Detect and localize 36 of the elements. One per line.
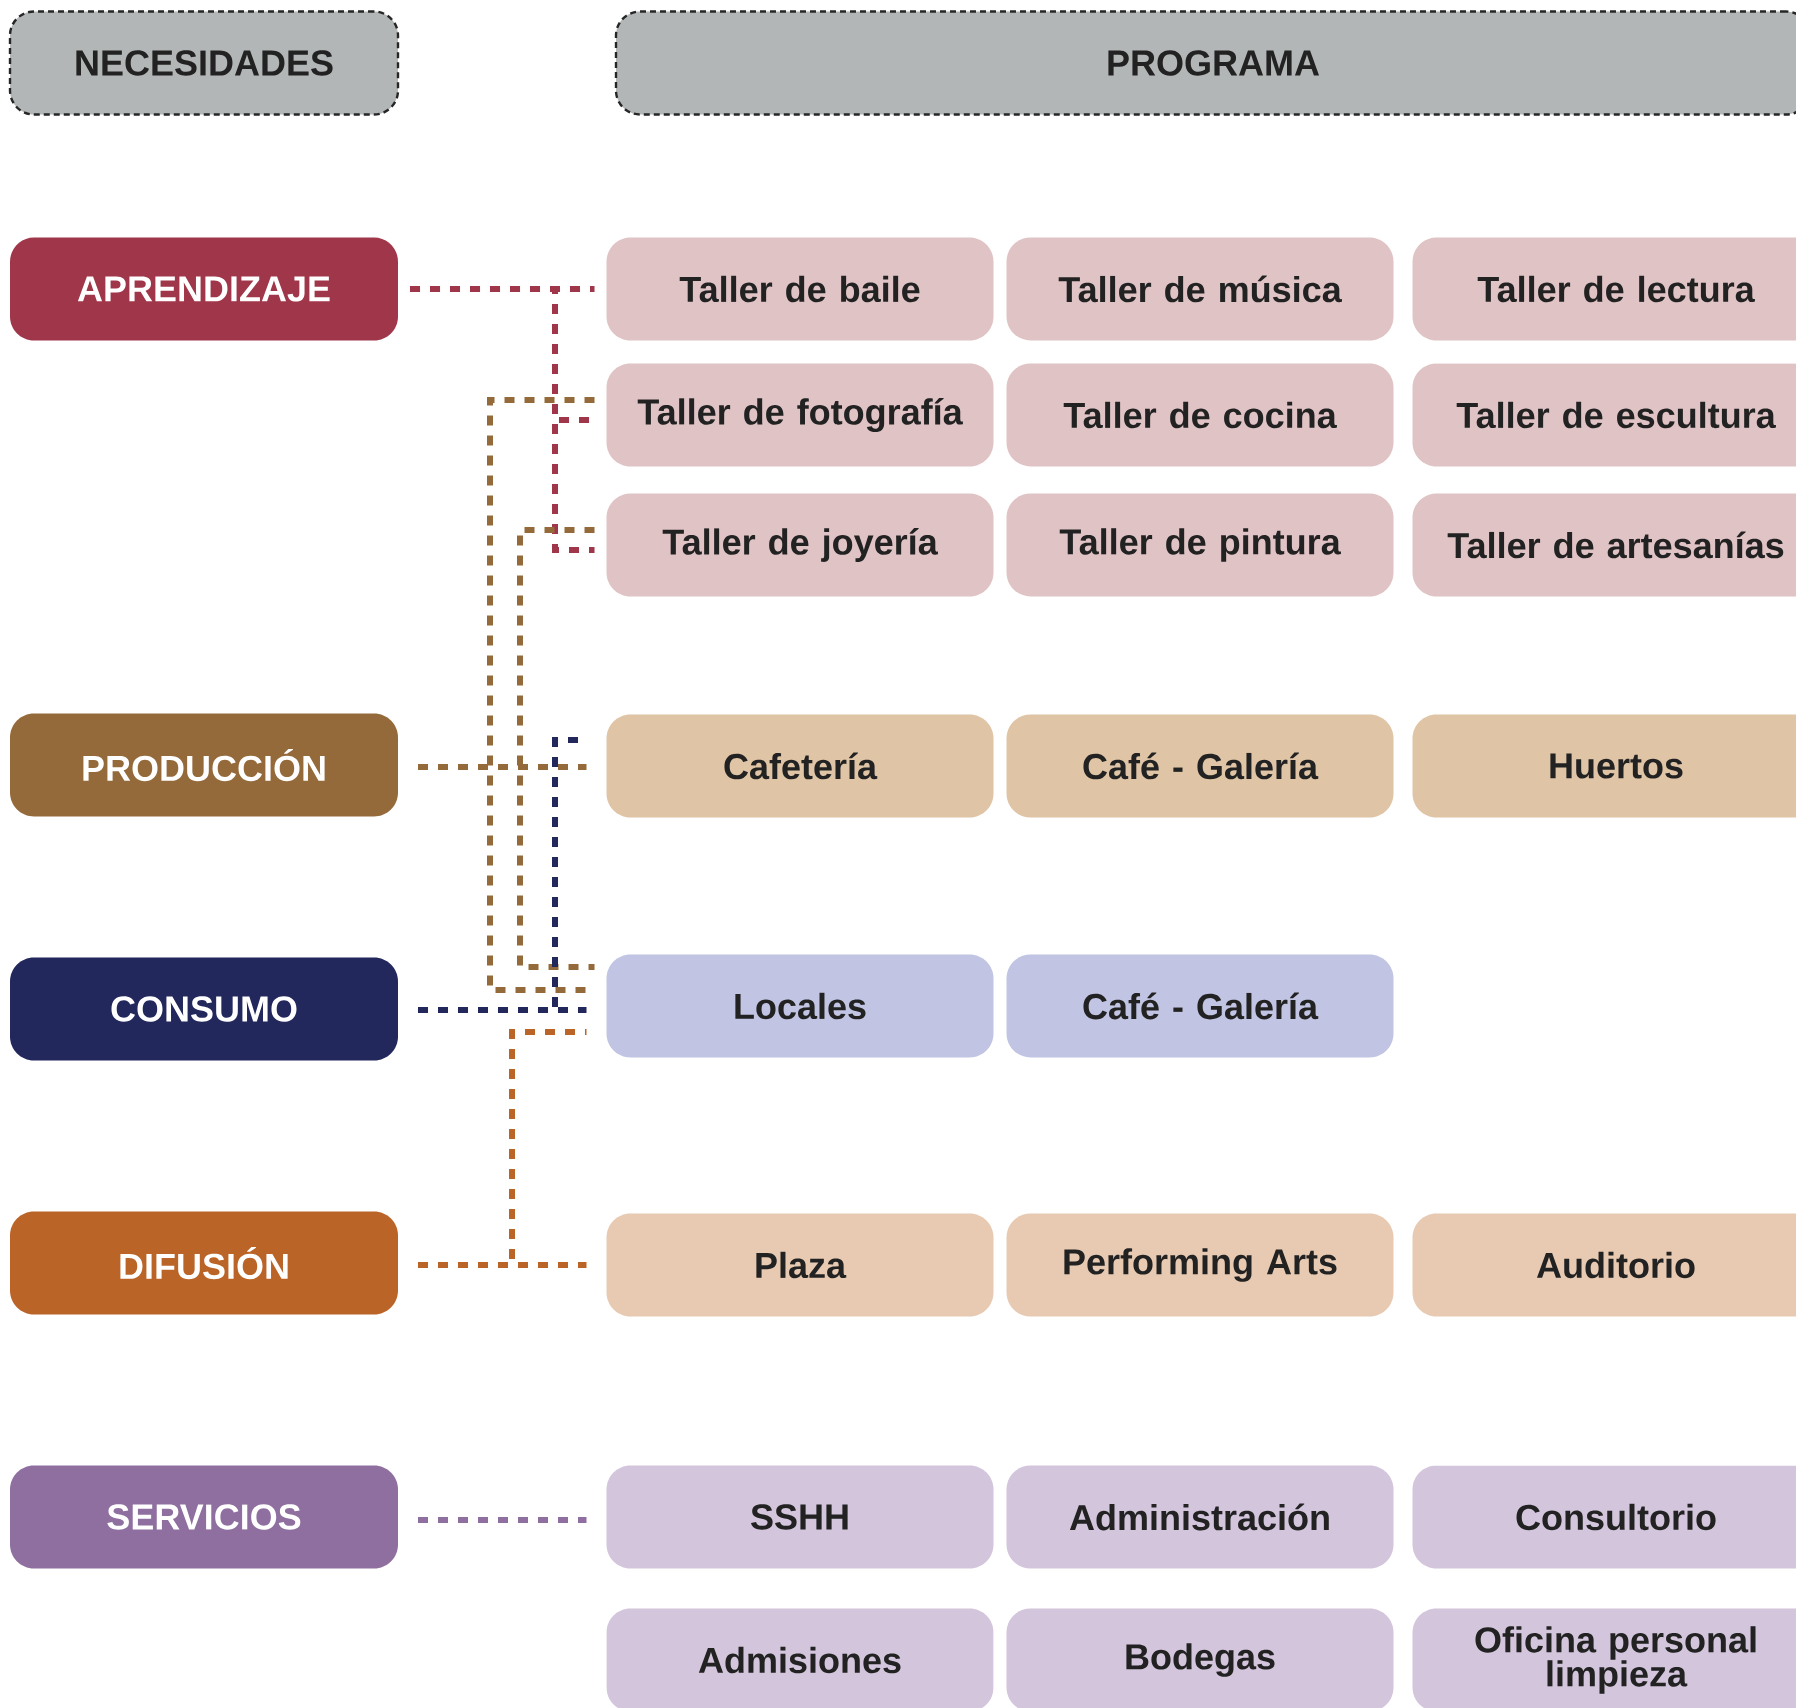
category-box: SERVICIOS	[10, 1465, 398, 1569]
program-box: Performing Arts	[1006, 1213, 1394, 1317]
program-box: Taller de artesanías	[1412, 493, 1796, 597]
connector-line	[410, 286, 595, 553]
header-box: NECESIDADES	[8, 10, 400, 116]
program-box: Oficina personal limpieza	[1412, 1608, 1796, 1708]
program-box: Cafetería	[606, 714, 994, 818]
category-box: APRENDIZAJE	[10, 237, 398, 341]
program-box: SSHH	[606, 1465, 994, 1569]
program-box: Café - Galería	[1006, 954, 1394, 1058]
connector-line	[487, 397, 595, 993]
program-box: Locales	[606, 954, 994, 1058]
header-box: PROGRAMA	[614, 10, 1796, 116]
program-box: Admisiones	[606, 1608, 994, 1708]
program-box: Huertos	[1412, 714, 1796, 818]
category-box: PRODUCCIÓN	[10, 713, 398, 817]
program-box: Administración	[1006, 1465, 1394, 1569]
program-box: Taller de cocina	[1006, 363, 1394, 467]
program-box: Bodegas	[1006, 1608, 1394, 1708]
program-box: Taller de joyería	[606, 493, 994, 597]
program-box: Taller de lectura	[1412, 237, 1796, 341]
program-box: Taller de música	[1006, 237, 1394, 341]
connector-line	[418, 1029, 587, 1268]
program-box: Auditorio	[1412, 1213, 1796, 1317]
program-box: Taller de pintura	[1006, 493, 1394, 597]
category-box: DIFUSIÓN	[10, 1211, 398, 1315]
program-box: Taller de fotografía	[606, 363, 994, 467]
connector-line	[517, 527, 595, 970]
program-box: Taller de escultura	[1412, 363, 1796, 467]
category-box: CONSUMO	[10, 957, 398, 1061]
program-box: Taller de baile	[606, 237, 994, 341]
program-box: Plaza	[606, 1213, 994, 1317]
connector-line	[418, 1517, 587, 1523]
program-box: Consultorio	[1412, 1465, 1796, 1569]
program-box: Café - Galería	[1006, 714, 1394, 818]
connector-line	[418, 764, 587, 770]
